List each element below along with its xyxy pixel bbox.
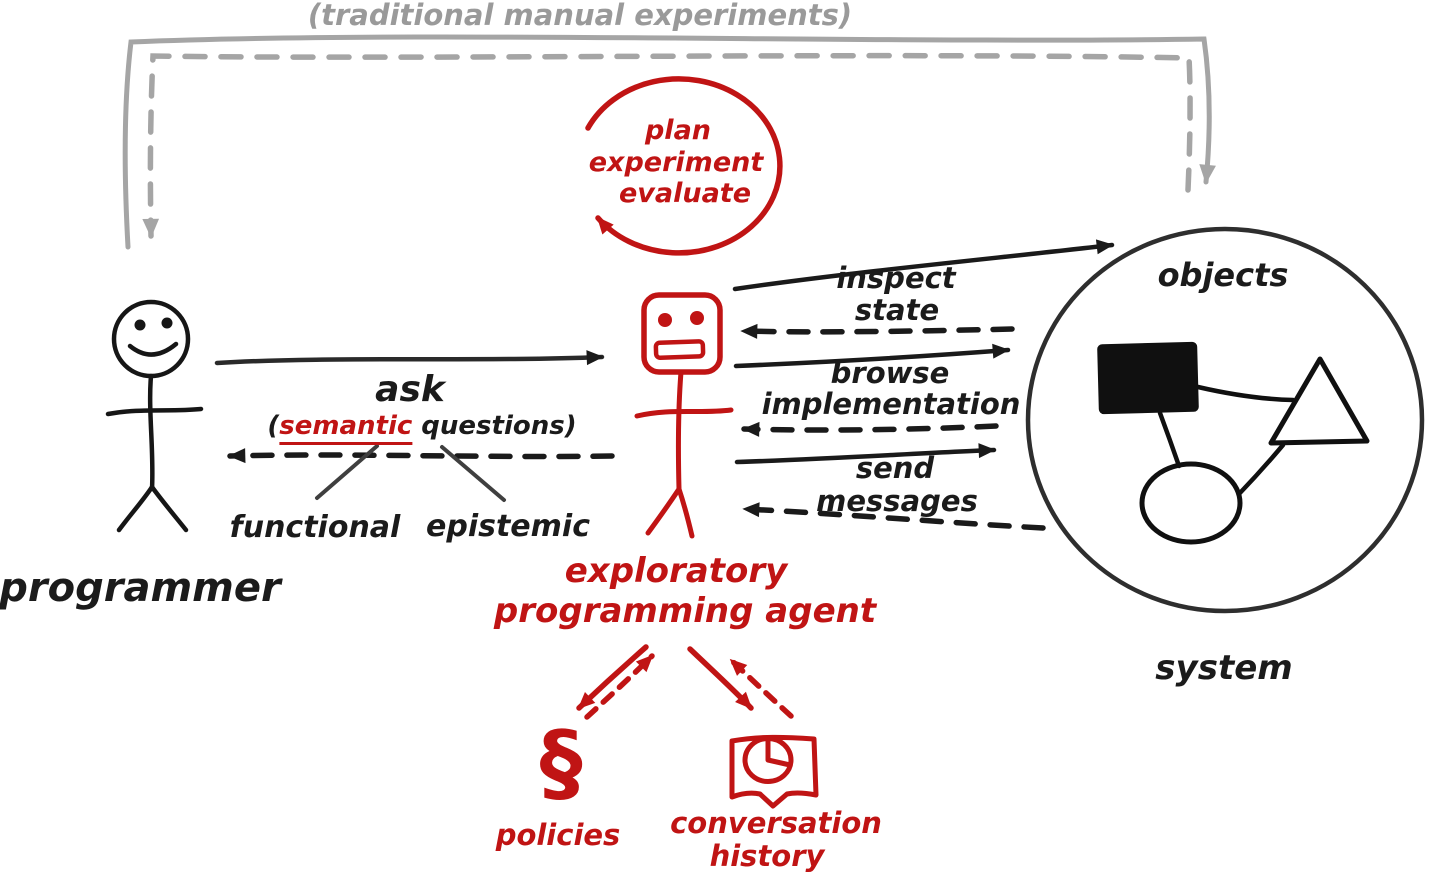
- agent-mouth: [653, 339, 706, 360]
- agent-left-eye: [658, 313, 672, 327]
- conversation-label: conversation: [670, 806, 882, 840]
- agent-body: [675, 369, 684, 492]
- functional-connector-line: [315, 444, 379, 500]
- agent-to-history-arrow: [687, 646, 754, 711]
- cycle-evaluate-label: evaluate: [618, 178, 752, 209]
- inspect-label: inspect: [836, 261, 956, 295]
- questions-word: questions): [421, 411, 577, 441]
- object-triangle: [1268, 356, 1370, 446]
- policies-to-agent-arrow: [584, 653, 655, 720]
- manual-loop-response-line: [142, 52, 1193, 239]
- traditional-manual-experiments-label: (traditional manual experiments): [307, 0, 853, 32]
- ask-arrow: [214, 350, 605, 366]
- semantic-questions-label: (semantic questions): [267, 411, 577, 445]
- agent-to-policies-arrow: [576, 644, 649, 711]
- agent-right-leg: [676, 486, 695, 539]
- system-label: system: [1155, 648, 1293, 688]
- object-rectangle: [1097, 341, 1199, 415]
- send-messages-response-arrow: [741, 502, 1046, 531]
- inspect-state-request-arrow: [732, 239, 1115, 292]
- rect-triangle-link: [1195, 384, 1296, 403]
- programmer-arms: [105, 406, 204, 417]
- rect-ellipse-link: [1157, 410, 1182, 469]
- system-cloud: [1025, 226, 1425, 614]
- programmer-label: programmer: [0, 565, 281, 611]
- agent-right-eye: [690, 311, 704, 325]
- agent-label-line2: programming agent: [493, 591, 877, 631]
- state-label: state: [854, 293, 940, 327]
- ellipse-triangle-link: [1236, 442, 1286, 497]
- objects-label: objects: [1157, 256, 1289, 294]
- programmer-right-eye: [161, 317, 173, 329]
- functional-label: functional: [229, 510, 401, 545]
- browse-implementation-request-arrow: [733, 343, 1011, 369]
- programmer-left-leg: [116, 484, 155, 533]
- programmer-body: [147, 373, 155, 492]
- agent-label-line1: exploratory: [564, 551, 788, 591]
- send-messages-request-arrow: [734, 443, 997, 465]
- history-label: history: [709, 839, 825, 873]
- agent-head: [641, 292, 723, 375]
- semantic-word: semantic: [279, 411, 413, 445]
- cycle-plan-label: plan: [644, 115, 712, 146]
- messages-label: messages: [816, 484, 978, 518]
- browse-implementation-response-arrow: [741, 421, 999, 437]
- history-to-agent-arrow: [728, 657, 794, 719]
- epistemic-label: epistemic: [426, 509, 590, 544]
- agent-figure: [634, 292, 734, 539]
- programmer-left-eye: [134, 319, 146, 331]
- history-pie-slice: [765, 736, 793, 768]
- policies-label: policies: [495, 818, 621, 852]
- programmer-smile: [127, 341, 179, 357]
- send-label: send: [855, 451, 935, 485]
- cycle-experiment-label: experiment: [588, 147, 764, 178]
- programmer-head: [111, 299, 191, 379]
- policies-section-symbol: §: [539, 713, 583, 813]
- implementation-label: implementation: [761, 387, 1021, 421]
- conversation-history-icon: [729, 734, 819, 809]
- system-boundary-circle: [1025, 226, 1425, 614]
- programmer-right-leg: [149, 484, 189, 533]
- manual-loop-request-line: [122, 34, 1216, 250]
- epistemic-connector-line: [440, 445, 506, 502]
- paren-open: (: [267, 411, 280, 441]
- browse-label: browse: [830, 356, 950, 390]
- object-ellipse: [1139, 461, 1243, 545]
- plan-experiment-evaluate-cycle-arrow: [585, 76, 783, 256]
- programmer-figure: [105, 299, 204, 533]
- agent-left-leg: [645, 486, 682, 536]
- agent-arms: [634, 407, 734, 419]
- ask-label: ask: [375, 369, 445, 410]
- inspect-state-response-arrow: [739, 323, 1015, 339]
- answer-arrow: [227, 448, 615, 464]
- history-bubble-outline: [729, 734, 819, 809]
